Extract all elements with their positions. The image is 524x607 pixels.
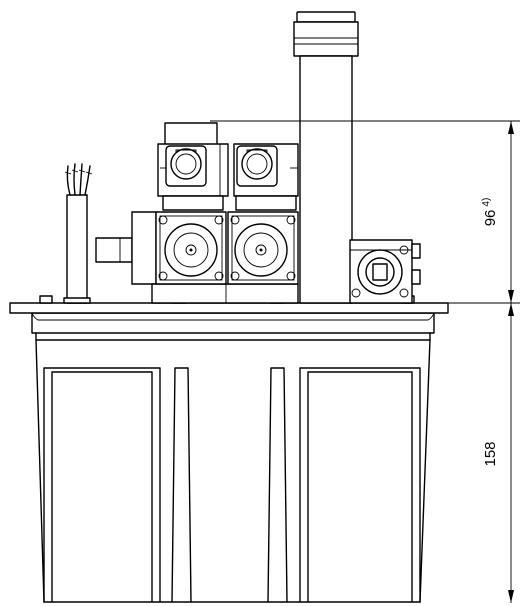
valve-assembly	[95, 122, 299, 304]
dimension-upper-note: 4)	[481, 198, 492, 207]
solenoid-left	[155, 211, 227, 285]
dimension-lines	[210, 120, 520, 603]
dimension-lower-value: 158	[482, 441, 499, 466]
port-fitting	[349, 239, 421, 304]
solenoid-right	[227, 211, 299, 285]
dimension-upper-label: 964)	[481, 198, 499, 227]
svg-text:964): 964)	[481, 198, 499, 227]
dimension-upper-value: 96	[482, 210, 499, 227]
reservoir	[31, 312, 435, 603]
connector-left	[165, 145, 207, 187]
filler-pipe	[293, 11, 359, 304]
cable	[63, 163, 93, 304]
connector-right	[236, 145, 278, 187]
dimension-lower-label: 158	[482, 441, 499, 466]
